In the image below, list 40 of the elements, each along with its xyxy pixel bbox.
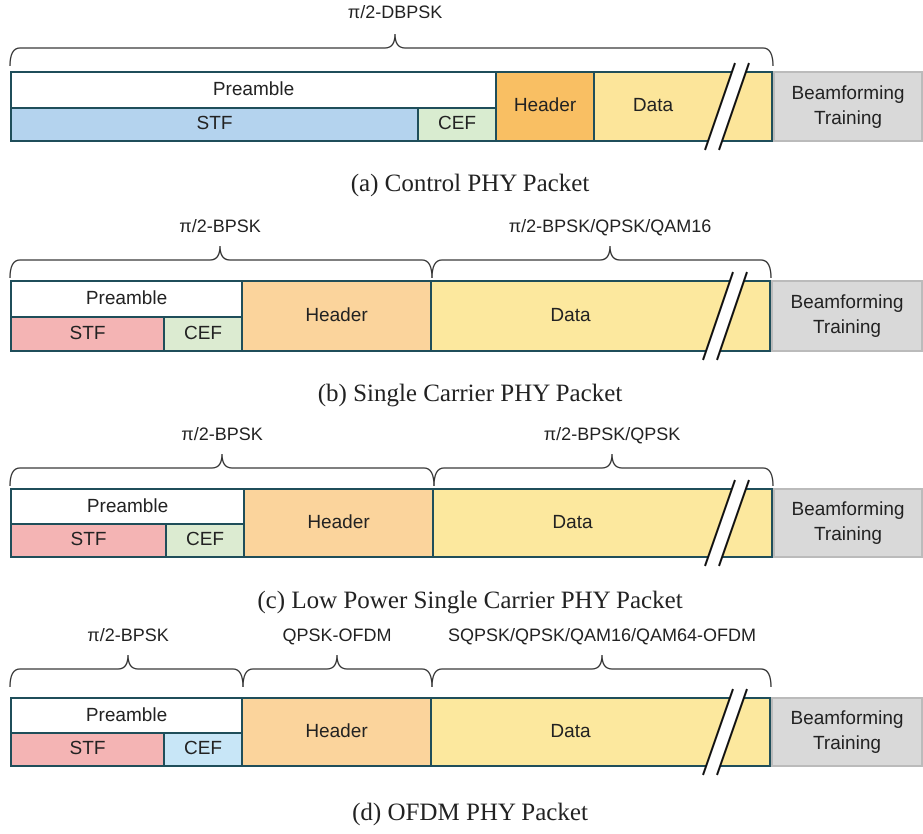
header-field: Header <box>241 697 432 767</box>
header-field: Header <box>495 71 595 142</box>
field-label: Preamble <box>84 704 168 728</box>
data-field: Data <box>430 280 771 352</box>
modulation-label: π/2-BPSK <box>179 216 261 237</box>
cef-field: CEF <box>165 523 245 558</box>
preamble-field <box>10 71 497 142</box>
data-field: Data <box>593 71 773 142</box>
beamforming-field: Beamforming Training <box>771 280 923 352</box>
field-label: Preamble <box>86 495 170 519</box>
modulation-label: SQPSK/QPSK/QAM16/QAM64-OFDM <box>448 625 756 646</box>
cef-field: CEF <box>417 107 497 142</box>
stf-field: STF <box>10 523 167 558</box>
modulation-label: π/2-BPSK/QPSK/QAM16 <box>508 216 712 237</box>
field-label: Preamble <box>84 287 168 311</box>
data-field: Data <box>432 488 773 558</box>
header-field: Header <box>243 488 434 558</box>
modulation-label: π/2-BPSK <box>87 625 169 646</box>
preamble-field <box>10 280 243 352</box>
stf-field: STF <box>10 732 165 767</box>
data-field: Data <box>430 697 771 767</box>
field-label: Preamble <box>212 78 296 102</box>
preamble-field <box>10 697 243 767</box>
stf-field: STF <box>10 107 419 142</box>
header-field: Header <box>241 280 432 352</box>
figure-caption: (a) Control PHY Packet <box>350 170 590 198</box>
modulation-label: π/2-BPSK <box>181 424 263 445</box>
figure-caption: (c) Low Power Single Carrier PHY Packet <box>257 587 683 615</box>
modulation-label: QPSK-OFDM <box>282 625 392 646</box>
modulation-label: π/2-DBPSK <box>348 2 442 23</box>
beamforming-field: Beamforming Training <box>771 697 923 767</box>
preamble-field <box>10 488 245 558</box>
modulation-label: π/2-BPSK/QPSK <box>544 424 680 445</box>
beamforming-field: Beamforming Training <box>773 488 923 558</box>
figure-caption: (b) Single Carrier PHY Packet <box>318 380 622 408</box>
cef-field: CEF <box>163 732 243 767</box>
beamforming-field: Beamforming Training <box>773 71 923 142</box>
cef-field: CEF <box>163 316 243 352</box>
figure-caption: (d) OFDM PHY Packet <box>352 799 588 827</box>
stf-field: STF <box>10 316 165 352</box>
